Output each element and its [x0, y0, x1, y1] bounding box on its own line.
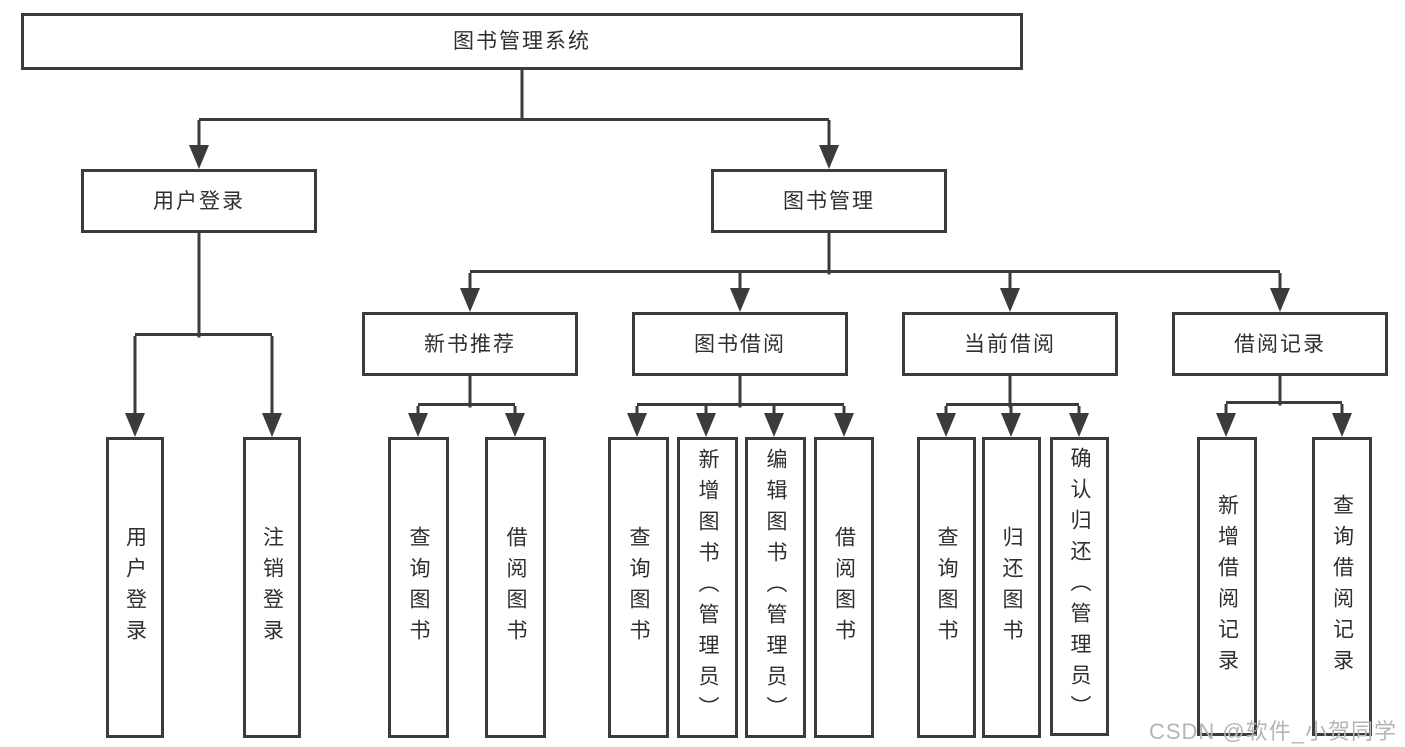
- node-label: 查询借阅记录: [1330, 493, 1354, 680]
- node-label: 图书管理系统: [453, 30, 591, 53]
- leaf-current-query-book: 查询图书: [917, 437, 976, 738]
- node-book-management: 图书管理: [711, 169, 947, 233]
- leaf-current-return-book: 归还图书: [982, 437, 1041, 738]
- leaf-record-query: 查询借阅记录: [1312, 437, 1372, 736]
- node-label: 查询图书: [627, 525, 650, 650]
- node-label: 新增借阅记录: [1215, 493, 1239, 680]
- node-new-book-recommend: 新书推荐: [362, 312, 578, 376]
- node-label: 借阅图书: [504, 525, 527, 650]
- arrowheads: [125, 145, 1352, 437]
- node-borrow-records: 借阅记录: [1172, 312, 1388, 376]
- node-label: 借阅记录: [1234, 332, 1326, 356]
- node-label: 当前借阅: [964, 332, 1056, 356]
- leaf-logout: 注销登录: [243, 437, 301, 738]
- node-label: 新增图书（管理员）: [696, 448, 719, 727]
- node-label: 查询图书: [407, 525, 430, 650]
- node-label: 图书管理: [783, 189, 875, 213]
- node-label: 用户登录: [153, 189, 245, 213]
- node-book-borrow: 图书借阅: [632, 312, 848, 376]
- node-label: 归还图书: [1000, 525, 1023, 650]
- csdn-watermark: CSDN @软件_小贺同学: [1148, 719, 1397, 744]
- node-label: 借阅图书: [832, 525, 856, 650]
- node-current-borrow: 当前借阅: [902, 312, 1118, 376]
- leaf-borrow-edit-book-admin: 编辑图书（管理员）: [745, 437, 806, 738]
- leaf-borrow-add-book-admin: 新增图书（管理员）: [677, 437, 738, 738]
- node-user-login: 用户登录: [81, 169, 317, 233]
- leaf-record-add: 新增借阅记录: [1197, 437, 1257, 736]
- leaf-current-confirm-return-admin: 确认归还（管理员）: [1050, 437, 1109, 736]
- leaf-recommend-borrow-book: 借阅图书: [485, 437, 546, 738]
- node-label: 用户登录: [123, 525, 147, 650]
- node-label: 图书借阅: [694, 332, 786, 356]
- leaf-user-login: 用户登录: [106, 437, 164, 738]
- node-label: 编辑图书（管理员）: [764, 448, 787, 727]
- node-label: 确认归还（管理员）: [1068, 447, 1091, 726]
- node-label: 新书推荐: [424, 332, 516, 356]
- leaf-borrow-query-book: 查询图书: [608, 437, 669, 738]
- leaf-recommend-query-book: 查询图书: [388, 437, 449, 738]
- node-label: 注销登录: [260, 525, 284, 650]
- node-library-management-system: 图书管理系统: [21, 13, 1023, 70]
- node-label: 查询图书: [935, 525, 958, 650]
- leaf-borrow-borrow-book: 借阅图书: [814, 437, 874, 738]
